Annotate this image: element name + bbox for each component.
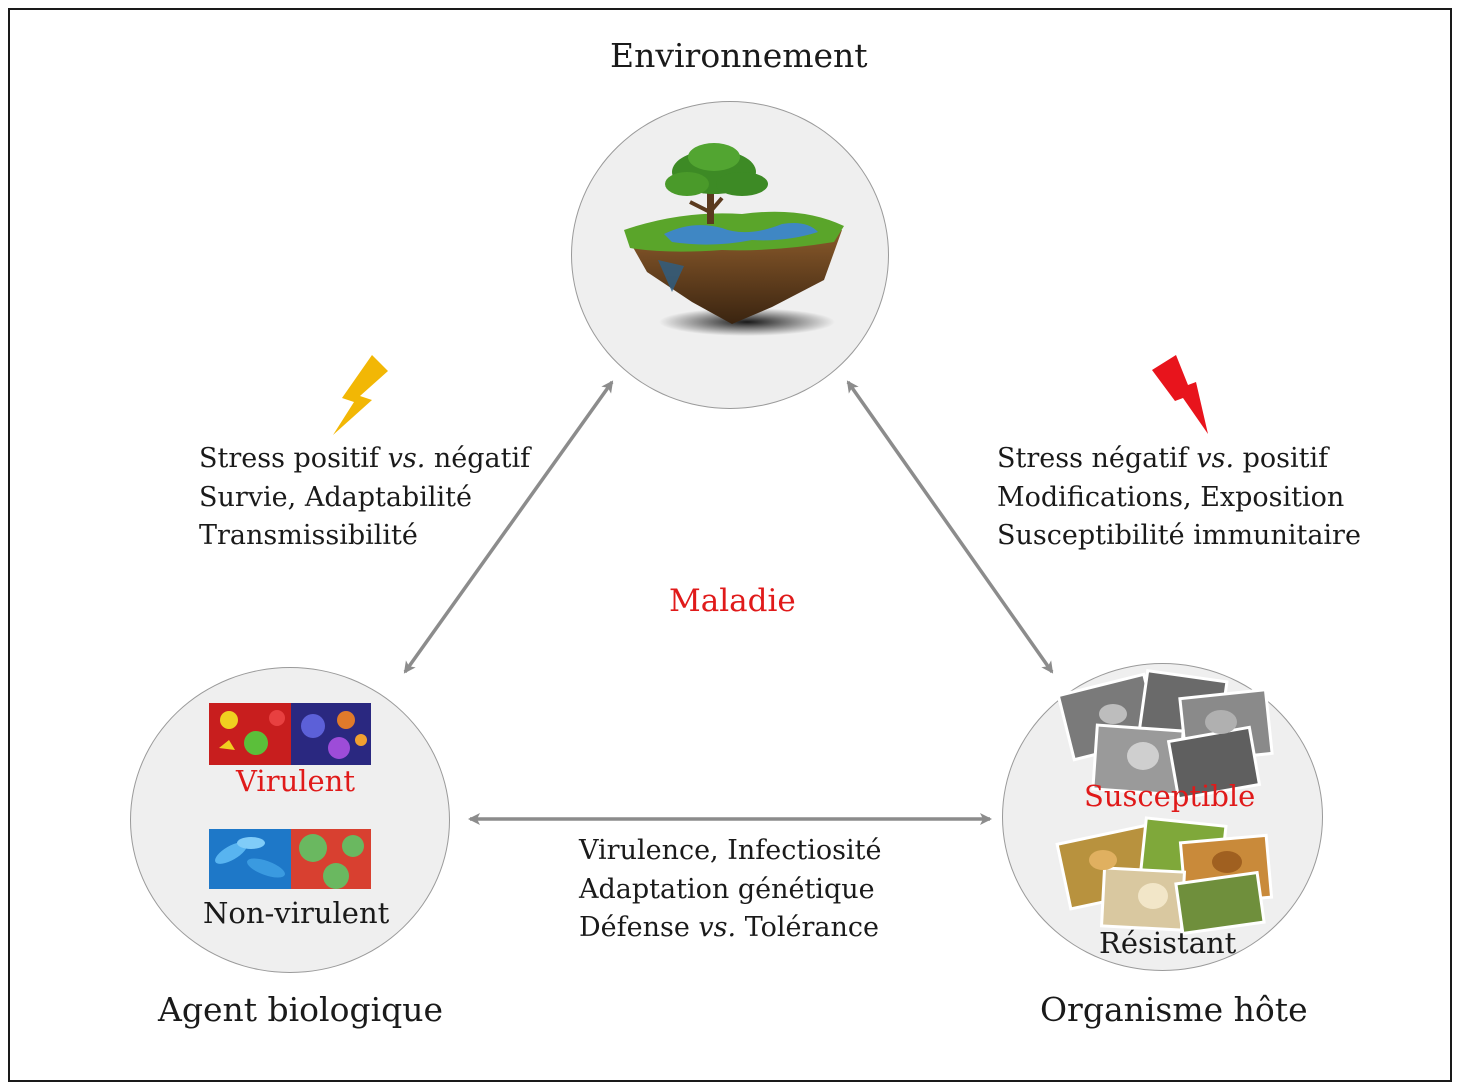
virulent-microbe-image <box>209 703 371 765</box>
factor-text: négatif <box>425 443 531 474</box>
host-circle: Susceptible Résistant <box>1002 663 1323 971</box>
agent-circle: Virulent Non-virulent <box>130 667 450 973</box>
resistant-label: Résistant <box>1099 926 1237 960</box>
figure-frame <box>8 8 1452 1082</box>
arrow-environment-host <box>846 380 1054 674</box>
host-title: Organisme hôte <box>1040 990 1308 1029</box>
microbe-images <box>209 703 371 889</box>
nonvirulent-label: Non-virulent <box>203 896 390 930</box>
factor-line: Adaptation génétique <box>579 873 875 905</box>
factor-line: Transmissibilité <box>199 520 418 551</box>
factor-line: Survie, Adaptabilité <box>199 481 472 513</box>
environment-circle <box>571 101 889 409</box>
agent-host-factors: Virulence, Infectiosité Adaptation génét… <box>579 832 881 948</box>
nonvirulent-microbe-image <box>209 829 371 889</box>
factor-text: Stress positif <box>199 443 388 474</box>
virulent-label: Virulent <box>236 764 356 798</box>
factor-line: Susceptibilité immunitaire <box>997 520 1361 551</box>
environment-title: Environnement <box>610 36 868 75</box>
factor-line: Stress négatif vs. positif <box>997 440 1361 479</box>
environment-host-factors: Stress négatif vs. positif Modifications… <box>997 440 1361 556</box>
versus-text: vs. <box>387 443 426 474</box>
factor-text: Tolérance <box>736 912 879 943</box>
center-label-disease: Maladie <box>669 583 796 619</box>
floating-island-image <box>624 143 844 336</box>
factor-text: Stress négatif <box>997 443 1197 474</box>
arrow-agent-environment <box>403 380 614 674</box>
factor-line: Stress positif vs. négatif <box>199 440 530 479</box>
red-lightning-icon <box>1152 355 1208 434</box>
factor-line: Défense vs. Tolérance <box>579 909 881 948</box>
susceptible-animals-photos <box>1056 669 1274 801</box>
versus-text: vs. <box>698 912 737 943</box>
yellow-lightning-icon <box>333 355 388 435</box>
agent-environment-factors: Stress positif vs. négatif Survie, Adapt… <box>199 440 530 556</box>
agent-title: Agent biologique <box>158 990 444 1029</box>
susceptible-label: Susceptible <box>1084 779 1256 813</box>
resistant-animals-photos <box>1055 816 1274 936</box>
factor-text: positif <box>1234 443 1329 474</box>
animal-photos-image <box>1055 669 1274 936</box>
factor-line: Virulence, Infectiosité <box>579 835 882 866</box>
factor-text: Défense <box>579 912 699 943</box>
factor-line: Modifications, Exposition <box>997 481 1345 513</box>
versus-text: vs. <box>1196 443 1235 474</box>
